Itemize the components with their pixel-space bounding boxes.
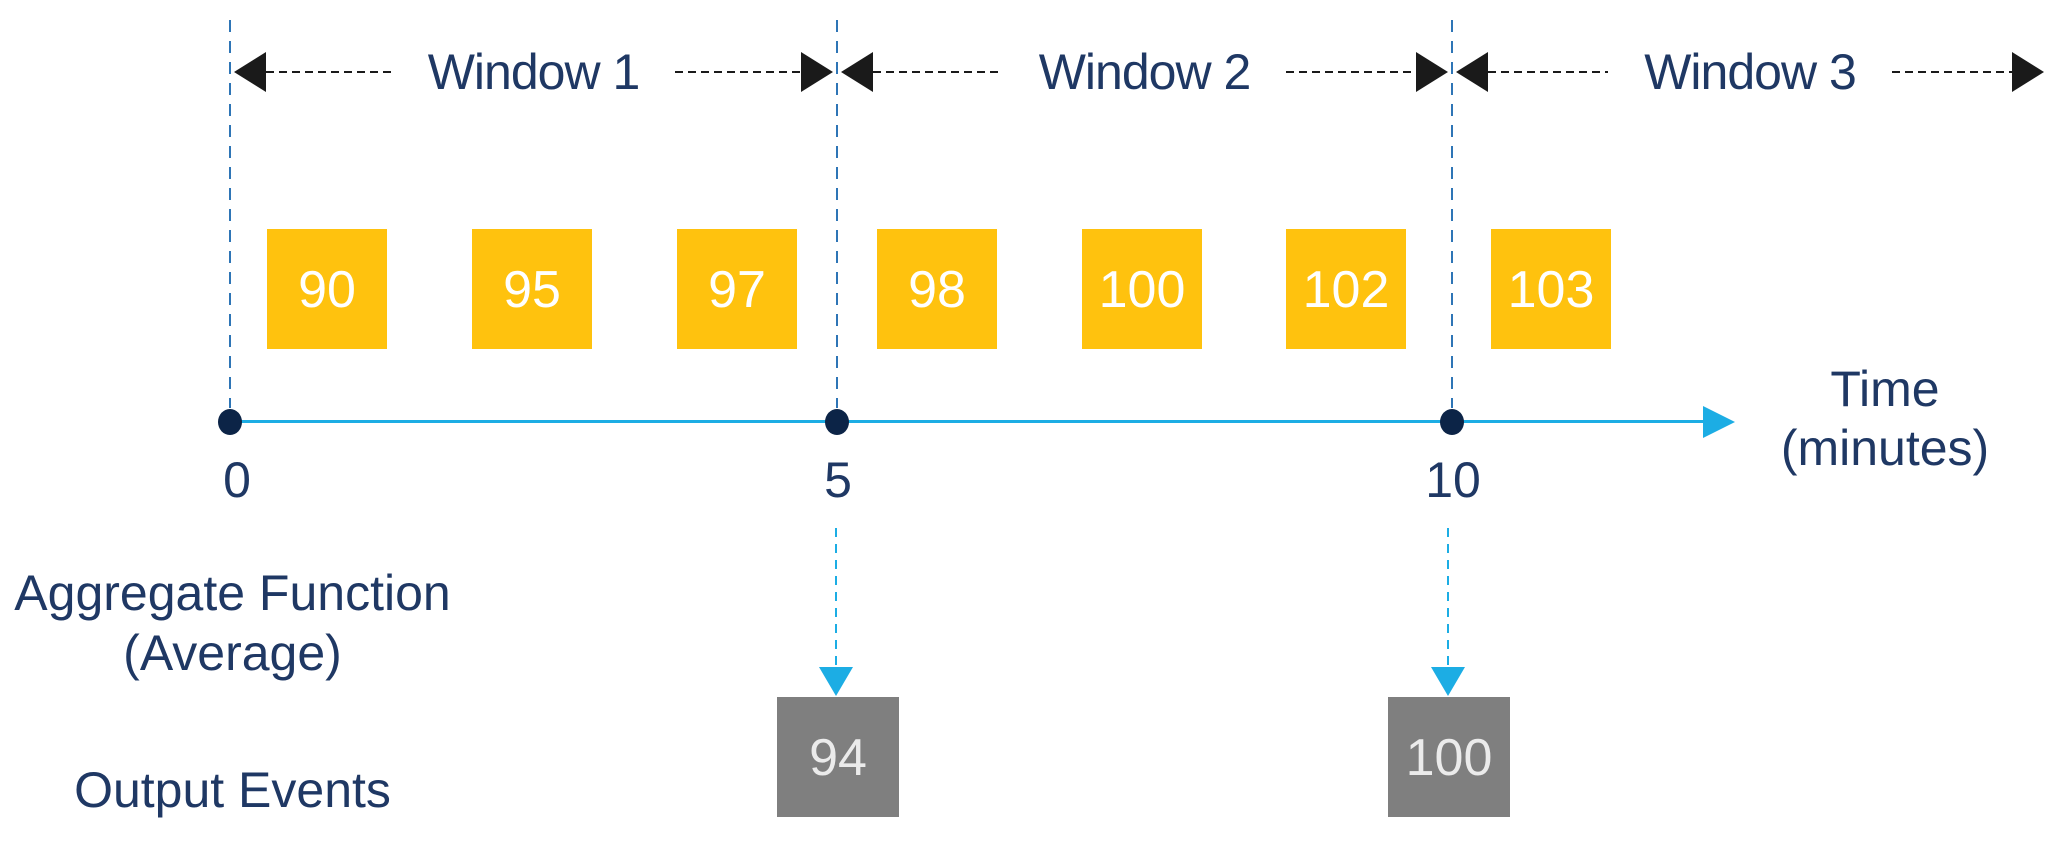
aggregate-function-label-line2: (Average)	[123, 625, 342, 681]
tick-label-0: 0	[223, 452, 251, 508]
dashed-line	[1488, 71, 1609, 73]
arrow-left-icon	[234, 52, 266, 92]
output-drop-arrowhead-icon	[1431, 667, 1465, 696]
output-events-label: Output Events	[74, 762, 391, 818]
arrow-right-icon	[2012, 52, 2044, 92]
axis-dot-5	[825, 409, 849, 435]
input-event-box: 98	[877, 229, 997, 349]
output-drop-arrowhead-icon	[819, 667, 853, 696]
dashed-line	[675, 71, 801, 73]
axis-dot-0	[218, 409, 242, 435]
window-boundary-line-10	[1451, 20, 1453, 408]
output-event-box: 94	[777, 697, 899, 817]
arrow-right-icon	[1416, 52, 1448, 92]
dashed-line	[873, 71, 1003, 73]
axis-dot-10	[1440, 409, 1464, 435]
output-drop-dashed-line	[1447, 528, 1449, 668]
time-axis-caption-line2: (minutes)	[1780, 420, 1990, 476]
arrow-left-icon	[1456, 52, 1488, 92]
aggregate-function-label: Aggregate Function (Average)	[0, 563, 465, 683]
window-3-band: Window 3	[1452, 44, 2048, 100]
window-3-label: Window 3	[1644, 44, 1857, 100]
tick-label-5: 5	[824, 452, 852, 508]
time-axis-caption-line1: Time	[1830, 361, 1940, 417]
window-1-band: Window 1	[230, 44, 837, 100]
input-event-box: 97	[677, 229, 797, 349]
input-event-box: 102	[1286, 229, 1406, 349]
input-event-box: 100	[1082, 229, 1202, 349]
input-event-box: 95	[472, 229, 592, 349]
arrow-left-icon	[841, 52, 873, 92]
dashed-line	[266, 71, 392, 73]
window-boundary-line-0	[229, 20, 231, 408]
arrow-right-icon	[801, 52, 833, 92]
window-1-label: Window 1	[427, 44, 641, 100]
input-event-box: 90	[267, 229, 387, 349]
time-axis-line	[230, 420, 1705, 423]
input-event-box: 103	[1491, 229, 1611, 349]
aggregate-function-label-line1: Aggregate Function	[14, 565, 451, 621]
window-boundary-line-5	[836, 20, 838, 408]
tick-label-10: 10	[1425, 452, 1481, 508]
dashed-line	[1891, 71, 2012, 73]
time-axis-caption: Time (minutes)	[1760, 360, 2010, 478]
window-2-band: Window 2	[837, 44, 1452, 100]
output-drop-dashed-line	[835, 528, 837, 668]
output-event-box: 100	[1388, 697, 1510, 817]
time-axis-arrowhead-icon	[1703, 406, 1735, 438]
dashed-line	[1286, 71, 1416, 73]
window-2-label: Window 2	[1038, 44, 1252, 100]
